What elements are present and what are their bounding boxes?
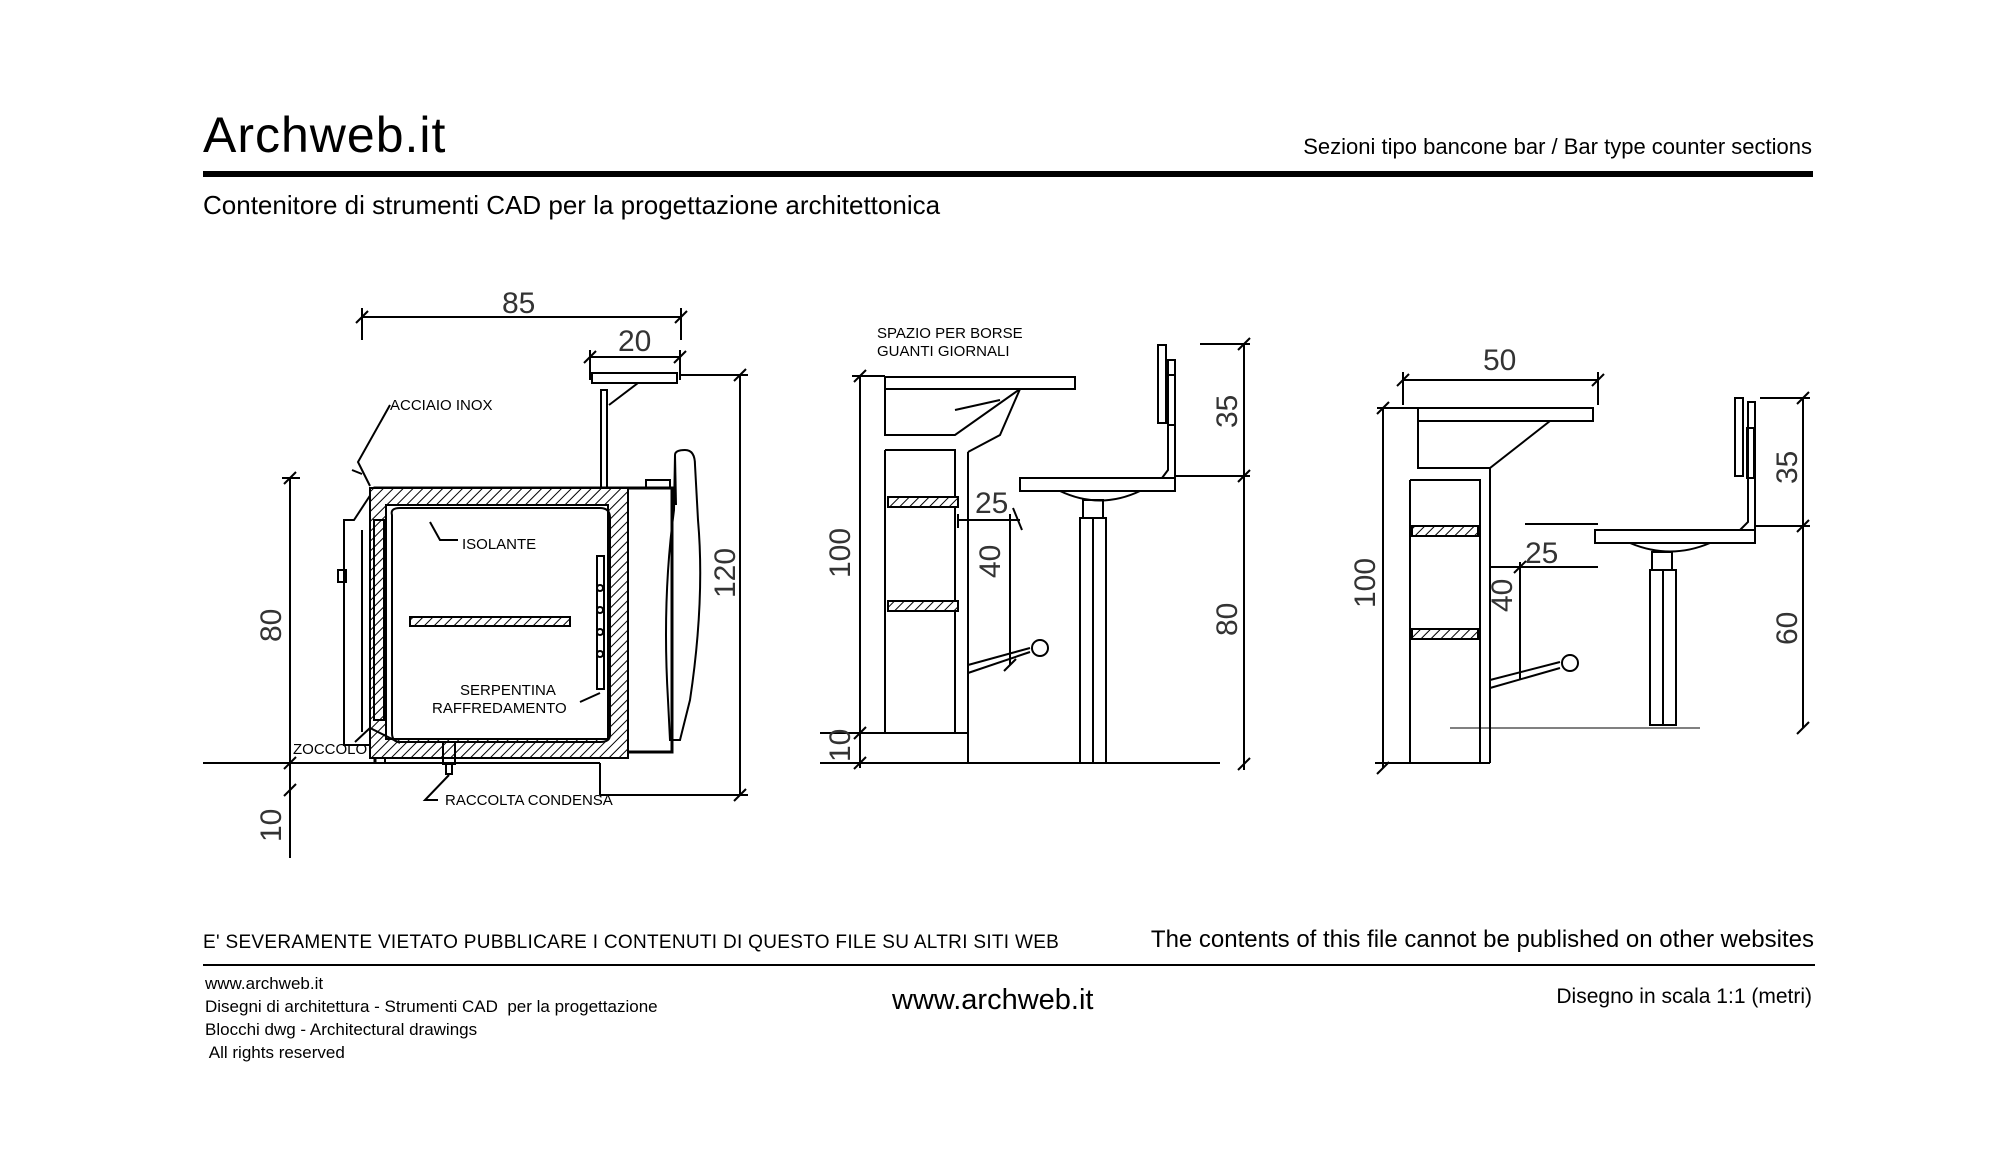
copyright-warning-en: The contents of this file cannot be publ… [1150, 926, 1814, 953]
dim-backrest-height: 35 [1211, 395, 1244, 428]
section-counter-stool-alt [1375, 372, 1810, 775]
subtitle: Contenitore di strumenti CAD per la prog… [203, 190, 941, 220]
footer-info-line: All rights reserved [205, 1043, 345, 1062]
dim-counter-height: 100 [824, 528, 857, 578]
dim-seat-height: 80 [1211, 603, 1244, 636]
brand-logo: Archweb.it [203, 107, 447, 163]
dim-backrest-height-alt: 35 [1771, 451, 1804, 484]
label-storage-line1: SPAZIO PER BORSE [877, 325, 1023, 342]
section-refrigerated-counter [203, 308, 748, 858]
section-counter-stool [820, 337, 1251, 771]
footer-info: www.archweb.it Disegni di architettura -… [205, 972, 658, 1064]
dim-top-width: 50 [1483, 344, 1516, 377]
label-coil-line2: RAFFREDAMENTO [432, 700, 567, 717]
dim-footrest-height-alt: 40 [1486, 579, 1519, 612]
drawing-title: Sezioni tipo bancone bar / Bar type coun… [1303, 134, 1812, 159]
copyright-warning-it: E' SEVERAMENTE VIETATO PUBBLICARE I CONT… [203, 932, 1060, 953]
footer-info-line: Blocchi dwg - Architectural drawings [205, 1020, 478, 1039]
dim-footrest-height: 40 [974, 545, 1007, 578]
label-steel: ACCIAIO INOX [390, 397, 493, 414]
dim-seat-height-alt: 60 [1771, 612, 1804, 645]
label-insulation: ISOLANTE [462, 536, 536, 553]
dim-width-total: 85 [502, 287, 535, 320]
dim-plinth: 10 [255, 809, 288, 842]
footer-website-link[interactable]: www.archweb.it [892, 984, 1094, 1016]
dim-counter-height-alt: 100 [1349, 558, 1382, 608]
dim-height: 80 [255, 609, 288, 642]
footer-info-line: www.archweb.it [205, 974, 324, 993]
dim-width-top: 20 [618, 325, 651, 358]
dim-base-height: 10 [824, 729, 857, 762]
label-condensate: RACCOLTA CONDENSA [445, 792, 613, 809]
dim-footrest-offset: 25 [975, 487, 1008, 520]
scale-note: Disegno in scala 1:1 (metri) [1556, 985, 1812, 1008]
dim-footrest-offset-alt: 25 [1525, 537, 1558, 570]
footer-info-line: Disegni di architettura - Strumenti CAD … [205, 997, 658, 1016]
label-storage-line2: GUANTI GIORNALI [877, 343, 1010, 360]
dim-height-total: 120 [709, 548, 742, 598]
footer-rule [203, 964, 1815, 966]
label-plinth: ZOCCOLO [293, 741, 367, 758]
label-coil-line1: SERPENTINA [460, 682, 556, 699]
header-rule [203, 171, 1813, 177]
